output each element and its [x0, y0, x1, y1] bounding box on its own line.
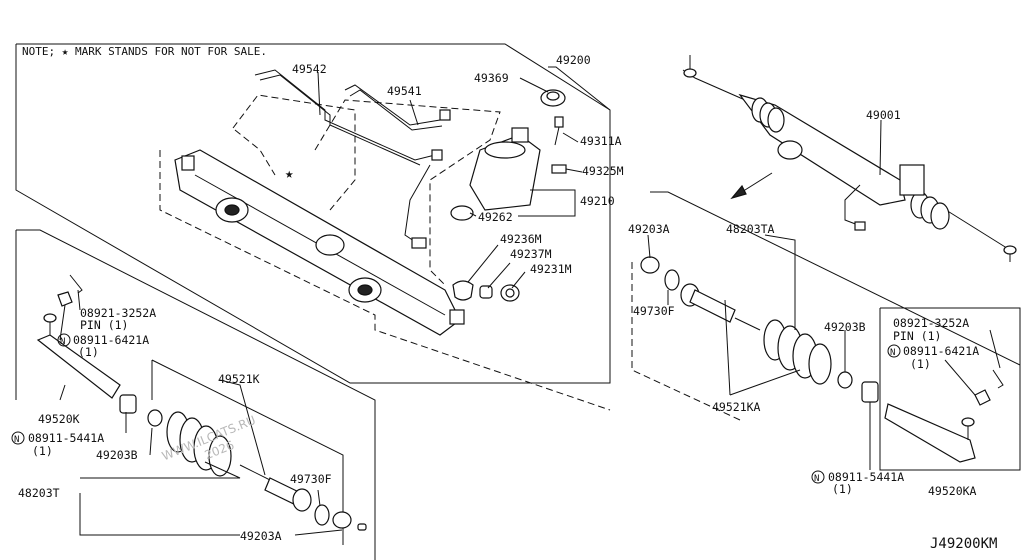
n-symbol-icon: N	[57, 333, 71, 347]
label-nut-left-qty: (1)	[78, 345, 99, 359]
washer-49730f-right	[664, 269, 680, 291]
n-symbol-icon: N	[11, 431, 25, 445]
label-nut-right-qty: (1)	[910, 357, 931, 371]
main-assembly-frame	[15, 43, 611, 384]
callout-labels: 49200 49542 49541 49369 49311A 49325M 49…	[11, 53, 979, 543]
pressure-pipes	[254, 69, 451, 249]
label-49325m: 49325M	[582, 164, 624, 178]
boot-clamp-49203a-right	[640, 256, 660, 274]
svg-text:N: N	[890, 348, 895, 358]
label-nut2-right-part: 08911-5441A	[828, 470, 904, 484]
n-symbol-icon: N	[887, 344, 901, 358]
right-tie-rod-parts	[640, 256, 1004, 463]
dashed-pipe-outline-2	[234, 129, 276, 176]
gear-valve-housing	[450, 127, 541, 221]
label-pin-left-qty: PIN (1)	[80, 318, 128, 332]
nut-08911-6421a-right	[974, 389, 991, 406]
label-49236m: 49236M	[500, 232, 542, 246]
label-49541: 49541	[387, 84, 422, 98]
nut-08911-6421a-left	[57, 291, 73, 307]
direction-arrow	[730, 172, 773, 200]
label-49203b-right: 49203B	[824, 320, 866, 334]
label-49262: 49262	[478, 210, 513, 224]
note-text: NOTE; ★ MARK STANDS FOR NOT FOR SALE.	[22, 45, 267, 58]
boot-clamp-49203a-left	[332, 511, 352, 529]
tie-rod-end-49520k	[36, 334, 121, 399]
cotter-pin-left	[69, 274, 83, 294]
label-49521ka: 49521KA	[712, 400, 761, 414]
label-49730f-left: 49730F	[290, 472, 332, 486]
cap-49369	[540, 89, 566, 107]
steering-rack-housing	[174, 149, 465, 336]
label-49203a-right: 49203A	[628, 222, 670, 236]
svg-text:N: N	[814, 474, 819, 484]
label-49542: 49542	[292, 62, 327, 76]
seal-set-49236m	[452, 280, 520, 302]
label-pin-right-part: 08921-3252A	[893, 316, 969, 330]
label-49730f-right: 49730F	[633, 304, 675, 318]
dashed-rack-outline	[159, 150, 611, 411]
cotter-pin-right	[992, 369, 1004, 389]
clamp-49203b-right	[837, 371, 853, 389]
svg-text:N: N	[60, 337, 65, 347]
clamp-49203b-left	[147, 409, 163, 427]
label-49521k: 49521K	[218, 372, 260, 386]
dashed-valve-outline	[314, 99, 501, 286]
label-49210: 49210	[580, 194, 615, 208]
tie-rod-end-49520ka	[884, 403, 976, 463]
boot-49521ka	[763, 319, 832, 385]
left-tie-rod-frame	[16, 229, 376, 560]
inner-socket-left	[292, 488, 312, 512]
label-49237m: 49237M	[510, 247, 552, 261]
label-49200: 49200	[556, 53, 591, 67]
label-nut2-left-part: 08911-5441A	[28, 431, 104, 445]
label-49369: 49369	[474, 71, 509, 85]
label-nut2-right-qty: (1)	[832, 482, 853, 496]
svg-text:N: N	[14, 435, 19, 445]
right-tie-rod-frame	[650, 191, 1021, 366]
bolt-49311a	[554, 116, 564, 146]
label-pin-left-part: 08921-3252A	[80, 306, 156, 320]
label-pin-right-qty: PIN (1)	[893, 329, 941, 343]
label-49203b-left: 49203B	[96, 448, 138, 462]
washer-49730f-left	[314, 504, 330, 526]
nut-08911-5441a-left	[119, 394, 137, 414]
right-end-frame	[879, 307, 1021, 471]
label-nut-right-part: 08911-6421A	[903, 344, 979, 358]
label-48203t: 48203T	[18, 486, 60, 500]
dashed-right-boot-outline	[631, 262, 741, 421]
diagram-code: J49200KM	[930, 536, 997, 552]
n-symbol-icon: N	[811, 470, 825, 484]
not-for-sale-star-icon: ★	[285, 166, 294, 182]
left-tie-rod-parts	[36, 274, 367, 531]
label-nut2-left-qty: (1)	[32, 444, 53, 458]
label-nut-left-part: 08911-6421A	[73, 333, 149, 347]
screw-49325m	[551, 164, 567, 174]
label-49311a: 49311A	[580, 134, 622, 148]
label-49520ka: 49520KA	[928, 484, 977, 498]
label-49520k: 49520K	[38, 412, 80, 426]
dashed-pipe-outline-1	[232, 94, 356, 211]
inner-rod-right	[689, 289, 736, 323]
nut-08911-5441a-right	[861, 381, 879, 403]
label-48203ta: 48203TA	[726, 222, 775, 236]
complete-gear-assembly-49001	[682, 55, 1017, 262]
label-49231m: 49231M	[530, 262, 572, 276]
leader-lines	[59, 66, 1001, 536]
label-49001: 49001	[866, 108, 901, 122]
boot-49521k	[166, 411, 232, 477]
label-49203a-left: 49203A	[240, 529, 282, 543]
